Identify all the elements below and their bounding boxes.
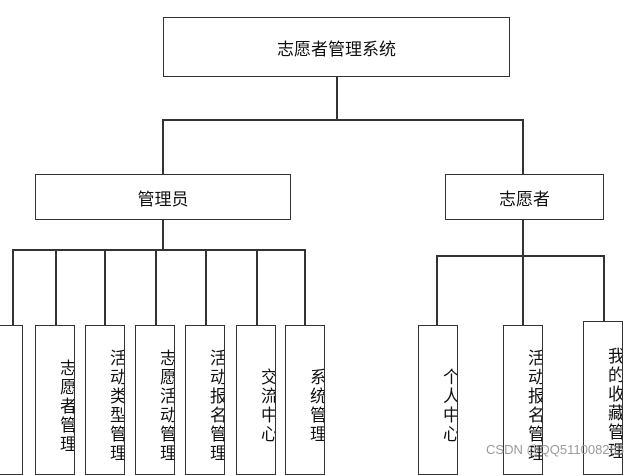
leaf-node-label: 活动报名管理 (206, 349, 225, 463)
connector-volunteer-child-2 (522, 255, 524, 325)
branch-node-volunteer-label: 志愿者 (499, 189, 550, 210)
leaf-node-label: 志愿活动管理 (156, 349, 175, 463)
leaf-node-personal-center: 个人中心 (418, 325, 458, 475)
branch-node-admin: 管理员 (35, 174, 291, 220)
branch-node-admin-label: 管理员 (137, 189, 189, 210)
root-node: 志愿者管理系统 (163, 17, 510, 77)
connector-volunteer-child-1 (436, 255, 438, 325)
leaf-node-label: 交流中心 (257, 368, 276, 444)
leaf-node-system-management: 系统管理 (285, 325, 325, 475)
leaf-node-label: 系统管理 (306, 368, 325, 444)
connector-volunteer-down (522, 219, 524, 256)
connector-volunteer-children-horizontal (436, 255, 605, 257)
connector-admin-child-5 (205, 249, 207, 325)
connector-admin-children-horizontal (12, 249, 306, 251)
leaf-node-activity-type-management: 活动类型管理 (85, 325, 125, 475)
branch-node-volunteer: 志愿者 (445, 174, 604, 220)
connector-admin-child-3 (104, 249, 106, 325)
leaf-node-activity-signup-management: 活动报名管理 (185, 325, 225, 475)
leaf-node-label: 活动报名管理 (524, 349, 543, 463)
leaf-node-volunteer-management: 志愿者管理 (35, 325, 75, 475)
leaf-node-my-favorites-management: 我的收藏管理 (583, 321, 623, 475)
leaf-node-communication-center: 交流中心 (236, 325, 276, 475)
connector-root-down (336, 77, 338, 120)
connector-admin-child-2 (55, 249, 57, 325)
leaf-node-label: 我的收藏管理 (604, 347, 623, 461)
leaf-node-label: 志愿者管理 (56, 358, 75, 454)
root-node-label: 志愿者管理系统 (277, 39, 396, 60)
connector-volunteer-child-3 (603, 255, 605, 321)
connector-admin-child-4 (155, 249, 157, 325)
leaf-node-label: 个人中心 (439, 368, 458, 444)
watermark-text: CSDN @QQ511008285 (486, 442, 624, 457)
leaf-node-admin-partial (0, 325, 23, 475)
connector-admin-up (162, 119, 164, 174)
connector-admin-child-6 (256, 249, 258, 325)
leaf-node-volunteer-activity-management: 志愿活动管理 (135, 325, 175, 475)
leaf-node-volunteer-activity-signup: 活动报名管理 (503, 325, 543, 475)
connector-admin-down (162, 219, 164, 250)
connector-volunteer-up (522, 119, 524, 174)
leaf-node-label: 活动类型管理 (106, 349, 125, 463)
connector-root-horizontal (162, 119, 524, 121)
connector-admin-child-7 (304, 249, 306, 325)
